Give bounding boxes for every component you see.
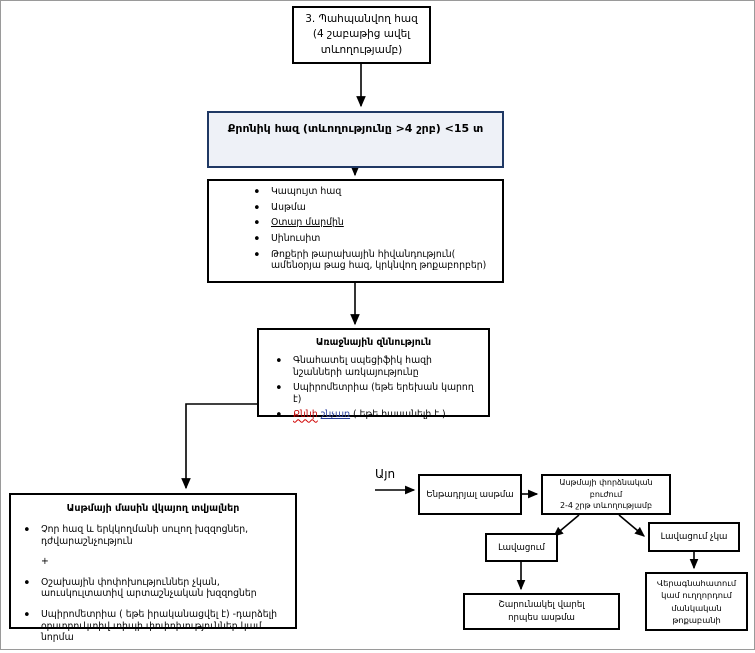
reassess-line-2: կամ ուղղորդում	[661, 590, 732, 601]
suspected-asthma-label: Ենթադրյալ ասթմա	[426, 489, 514, 500]
list-item: Ասթմա	[249, 201, 498, 217]
initial-examination-title: Առաջնային զննություն	[315, 337, 432, 348]
improvement-box: Լավացում	[485, 533, 558, 562]
trial-line-1: Ասթմայի փորձնական բուժում	[559, 478, 653, 499]
asthma-evidence-list: Չոր հազ և երկկողմանի սուլող խզզոցներ, դժ…	[19, 523, 287, 653]
list-item: Թոքերի թարախային հիվանդություն( ամենօրյա…	[249, 248, 498, 272]
asthma-evidence-box: Ասթմայի մասին վկայող տվյալներ Չոր հազ և …	[9, 493, 297, 643]
misspelled-word: Քննի	[293, 409, 318, 421]
no-improvement-label: Լավացում չկա	[660, 532, 728, 542]
initial-examination-box: Առաջնային զննություն Գնահատել սպեցիֆիկ հ…	[257, 328, 490, 424]
asthma-trial-treatment-box: Ասթմայի փորձնական բուժում 2-4 շրթ տևողու…	[541, 474, 671, 515]
list-item: Օտար մարմին	[249, 216, 498, 232]
continue-asthma-management-box: Շարունակել վարել որպես ասթմա	[463, 593, 620, 630]
causes-list: Կապույտ հազ Ասթմա Օտար մարմին Սինուսիտ Թ…	[249, 185, 498, 276]
list-item-rest: ( եթե հասանելի է )	[353, 409, 446, 421]
list-item: Սպիրոմետրիա ( եթե իրականացվել է) -դարձել…	[19, 608, 287, 644]
chronic-cough-box: Քրոնիկ հազ (տևողությունը >4 շրբ) <15 տ	[207, 111, 504, 168]
list-item: Սպիրոմետրիա (եթե երեխան կարող է)	[271, 381, 482, 405]
list-item: Գնահատել սպեցիֆիկ հազի նշանների առկայութ…	[271, 354, 482, 378]
linked-word: շնչառ	[320, 409, 351, 421]
chronic-cough-label: Քրոնիկ հազ (տևողությունը >4 շրբ) <15 տ	[227, 122, 484, 135]
continue-line-1: Շարունակել վարել	[498, 600, 585, 611]
suspected-asthma-box: Ենթադրյալ ասթմա	[418, 474, 522, 515]
list-item: Կապույտ հազ	[249, 185, 498, 201]
title-line-1: 3. Պահպանվող հազ	[305, 13, 418, 26]
trial-line-2: 2-4 շրթ տևողությամբ	[559, 501, 653, 511]
improvement-label: Լավացում	[498, 542, 545, 553]
list-item: Սինուսիտ	[249, 232, 498, 248]
list-item-plus: +	[41, 556, 49, 568]
list-item: Օշախային փոփոխություններ չկան, աուսկուլտ…	[19, 576, 287, 600]
yes-branch-label: Այո	[375, 467, 396, 481]
reassess-line-1: Վերագնահատում	[656, 578, 737, 589]
list-item-spellchecked: Քննի շնչառ ( եթե հասանելի է )	[271, 408, 482, 424]
initial-examination-list: Գնահատել սպեցիֆիկ հազի նշանների առկայութ…	[265, 354, 482, 425]
title-line-2: (4 շաբաթից ավել	[312, 28, 411, 41]
title-line-3: տևողությամբ)	[320, 43, 403, 56]
no-improvement-box: Լավացում չկա	[648, 522, 740, 552]
causes-list-box: Կապույտ հազ Ասթմա Օտար մարմին Սինուսիտ Թ…	[207, 179, 504, 283]
asthma-evidence-title: Ասթմայի մասին վկայող տվյալներ	[66, 503, 240, 514]
reassess-or-refer-box: Վերագնահատում կամ ուղղորդում մանկական թո…	[645, 572, 748, 631]
reassess-line-4: թոքաբանի	[672, 614, 721, 625]
persistent-cough-title-box: 3. Պահպանվող հազ (4 շաբաթից ավել տևողութ…	[292, 6, 431, 64]
list-item: Չոր հազ և երկկողմանի սուլող խզզոցներ, դժ…	[19, 523, 287, 547]
continue-line-2: որպես ասթմա	[508, 612, 575, 623]
reassess-line-3: մանկական	[671, 602, 722, 613]
